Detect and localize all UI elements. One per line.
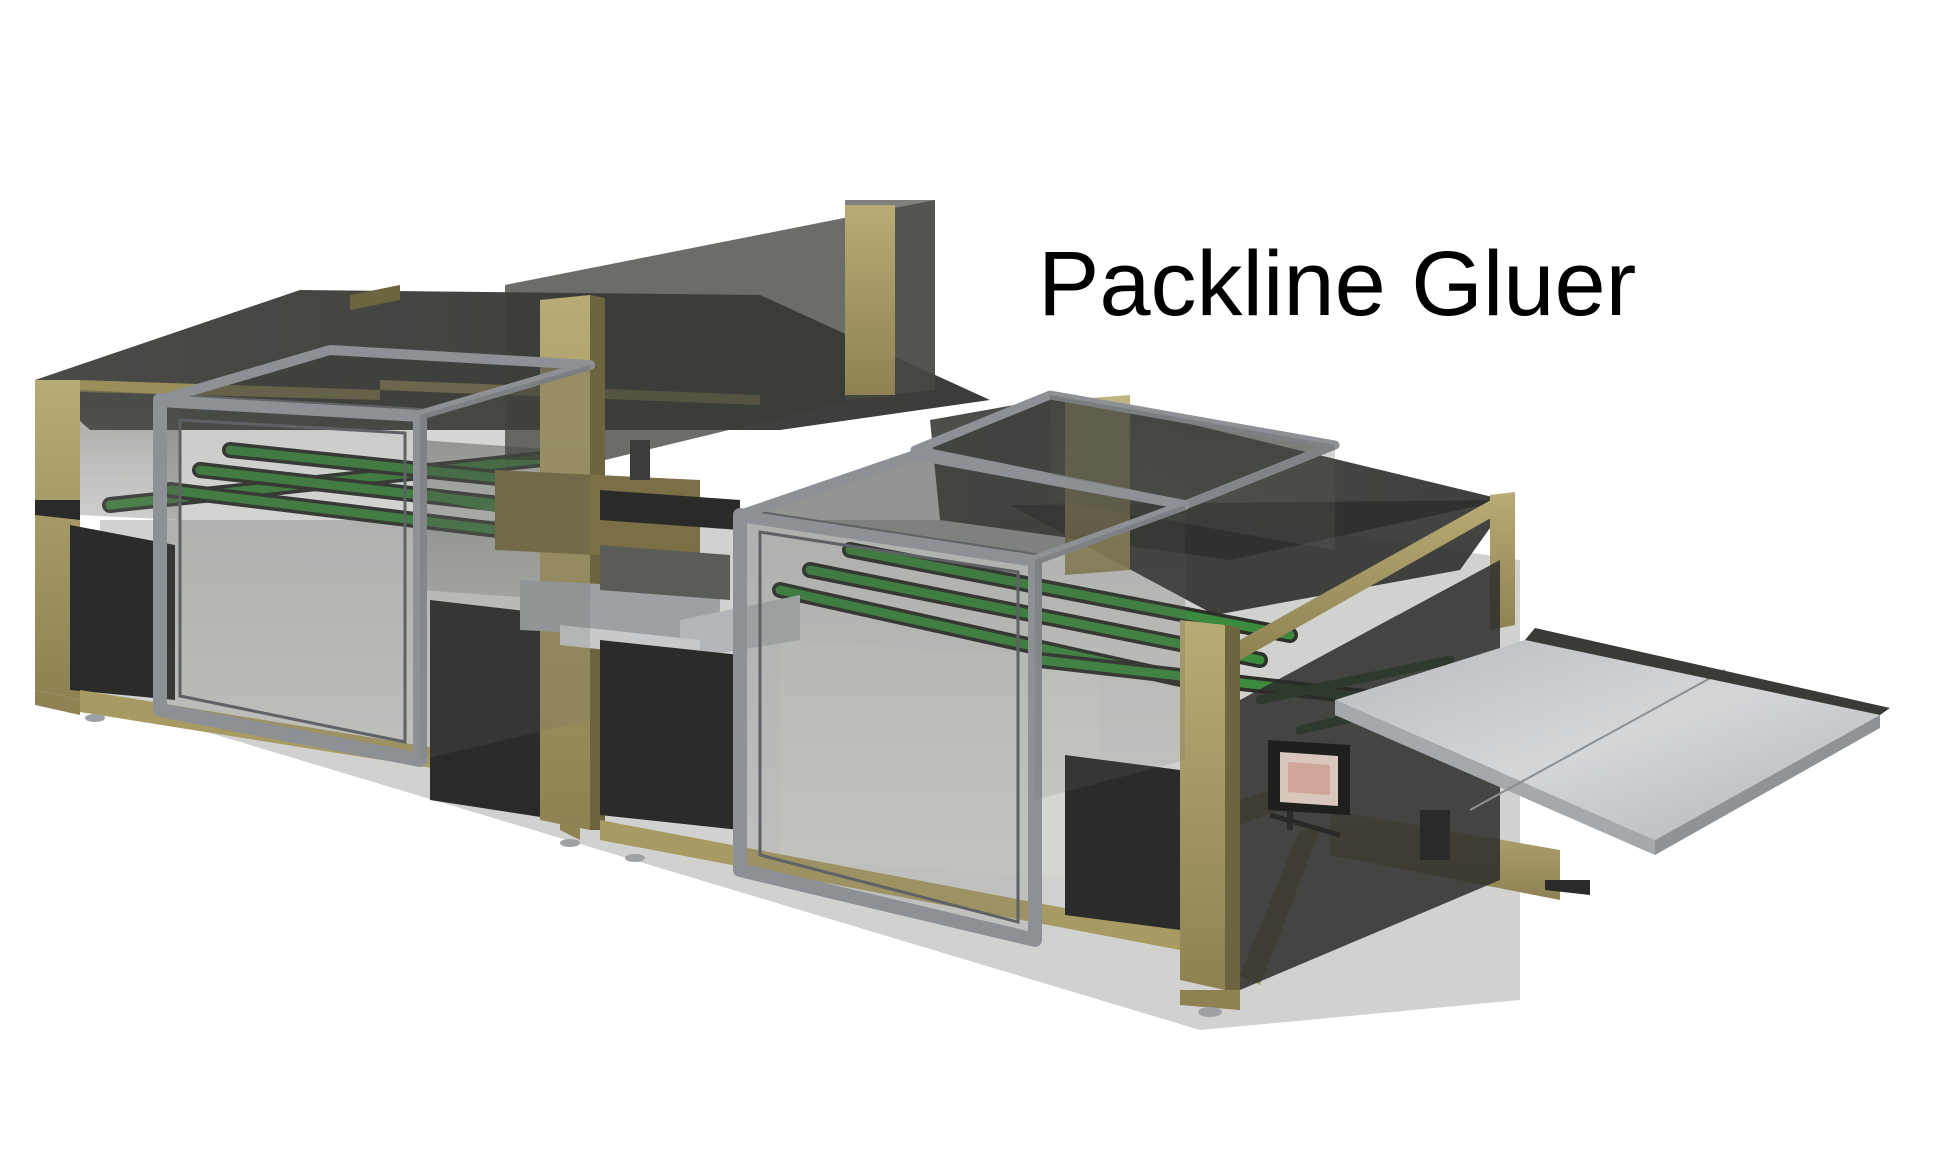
right-front-window [733,450,1190,947]
left-front-window [153,345,595,767]
machine-feet [85,714,1222,1017]
hmi-touchscreen [1268,740,1350,838]
outfeed-table [1335,628,1890,895]
page-title: Packline Gluer [1038,233,1637,335]
central-tower [495,200,935,830]
